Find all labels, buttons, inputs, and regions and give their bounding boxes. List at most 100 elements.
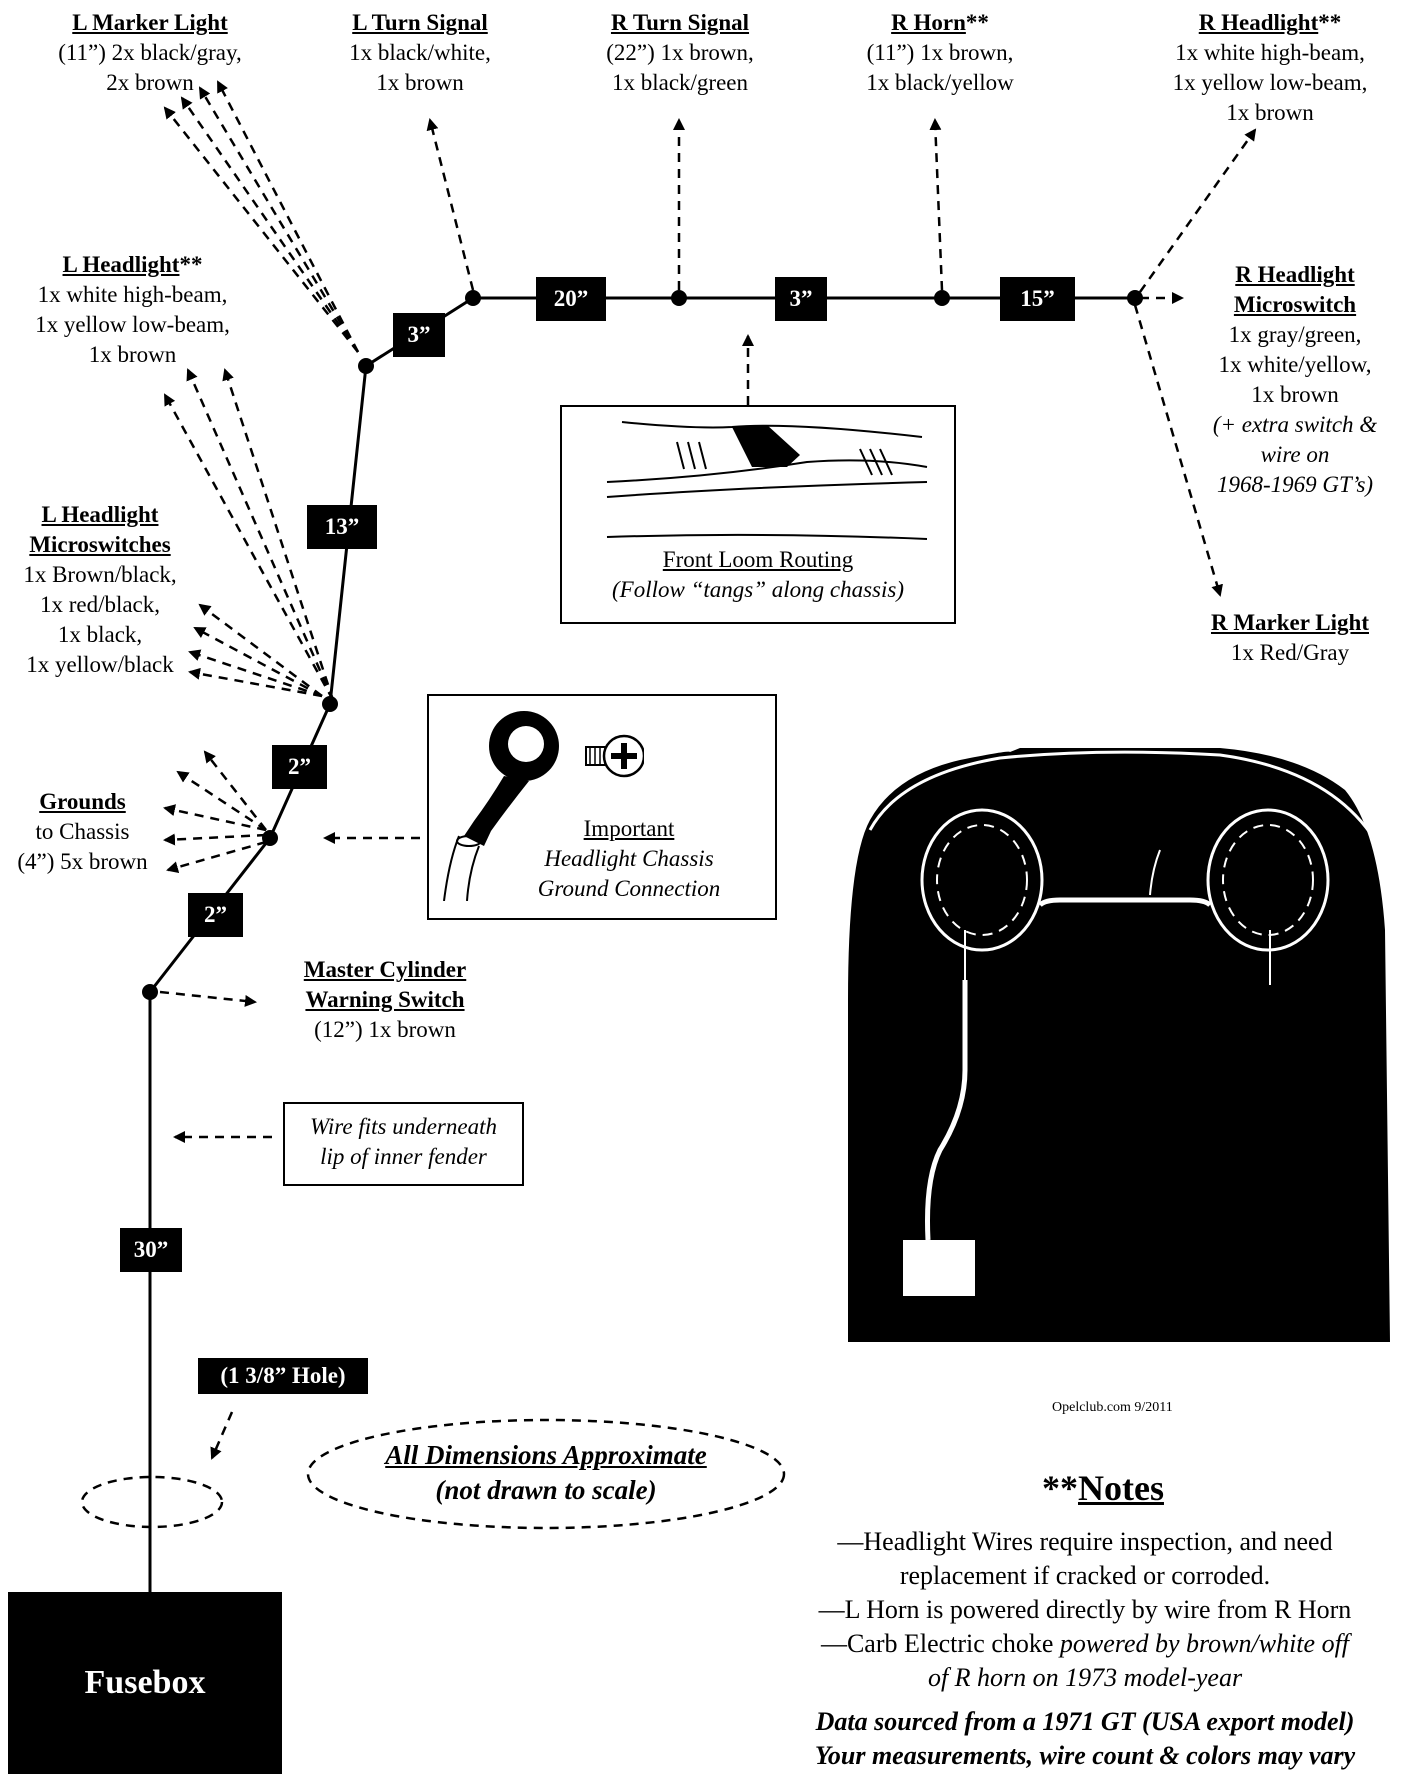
label-r-microswitch-i2: wire on [1260, 442, 1330, 467]
dim-30: 30” [120, 1228, 182, 1272]
label-r-microswitch-i1: (+ extra switch & [1212, 412, 1378, 437]
label-l-headlight: L Headlight** 1x white high-beam, 1x yel… [5, 250, 260, 370]
label-r-marker-l1: 1x Red/Gray [1230, 640, 1350, 665]
dashed-arrows [159, 80, 1257, 1460]
junction-dots [142, 290, 1143, 1000]
label-l-turn-l2: 1x brown [376, 70, 464, 95]
ground-box-l1: Important [583, 816, 675, 841]
label-r-marker: R Marker Light 1x Red/Gray [1180, 608, 1400, 668]
label-l-marker-l2: 2x brown [106, 70, 194, 95]
fusebox: Fusebox [8, 1592, 282, 1774]
label-grounds-title: Grounds [39, 789, 126, 814]
label-r-headlight-title: R Headlight [1198, 10, 1319, 35]
notes-title-prefix: ** [1042, 1468, 1078, 1508]
label-l-microswitches-l4: 1x yellow/black [26, 652, 174, 677]
label-r-horn-title: R Horn [891, 10, 966, 35]
wire-note-l1: Wire fits underneath [310, 1114, 497, 1139]
dims-note-l2: (not drawn to scale) [435, 1475, 657, 1505]
ground-box-l3: Ground Connection [537, 876, 721, 901]
label-grounds-l2: (4”) 5x brown [17, 849, 148, 874]
label-r-microswitch-i3: 1968-1969 GT’s) [1216, 472, 1374, 497]
label-r-turn-title: R Turn Signal [610, 10, 750, 35]
label-r-headlight-l3: 1x brown [1226, 100, 1314, 125]
label-l-headlight-title: L Headlight [62, 252, 180, 277]
label-r-turn: R Turn Signal (22”) 1x brown, 1x black/g… [560, 8, 800, 98]
label-r-microswitch-title1: R Headlight [1235, 262, 1355, 287]
dim-15: 15” [1000, 277, 1075, 321]
dim-3-left: 3” [393, 313, 445, 357]
label-r-horn-l1: (11”) 1x brown, [866, 40, 1014, 65]
label-l-microswitches-l3: 1x black, [57, 622, 143, 647]
label-l-headlight-l3: 1x brown [88, 342, 177, 367]
label-r-marker-title: R Marker Light [1210, 610, 1369, 635]
note-line-3: —L Horn is powered directly by wire from… [818, 1595, 1352, 1624]
dim-13: 13” [307, 505, 377, 549]
label-l-turn-title: L Turn Signal [352, 10, 488, 35]
dims-note-ellipse [306, 1418, 786, 1530]
ground-box-l2: Headlight Chassis [544, 846, 714, 871]
dim-hole: (1 3/8” Hole) [198, 1358, 368, 1394]
label-l-turn: L Turn Signal 1x black/white, 1x brown [315, 8, 525, 98]
label-l-headlight-l1: 1x white high-beam, [37, 282, 228, 307]
label-l-microswitches-l1: 1x Brown/black, [23, 562, 177, 587]
loom-caption-block: Front Loom Routing (Follow “tangs” along… [562, 545, 954, 605]
notes-title: **Notes [1042, 1467, 1164, 1509]
notes-title-text: Notes [1078, 1468, 1164, 1508]
wire-note-l2: lip of inner fender [320, 1144, 487, 1169]
label-grounds-l1: to Chassis [35, 819, 130, 844]
label-l-microswitches-title1: L Headlight [41, 502, 159, 527]
label-l-microswitches: L Headlight Microswitches 1x Brown/black… [5, 500, 195, 680]
wire-note-text: Wire fits underneath lip of inner fender [285, 1112, 522, 1172]
note-line-5: of R horn on 1973 model-year [927, 1663, 1243, 1692]
note-line-4b: powered by brown/white off [1059, 1629, 1350, 1658]
dims-note: All Dimensions Approximate (not drawn to… [320, 1438, 772, 1508]
note-line-2: replacement if cracked or corroded. [899, 1561, 1271, 1590]
loom-sketch [606, 421, 928, 540]
ground-box-text: Important Headlight Chassis Ground Conne… [529, 814, 729, 904]
loom-routing-box: Front Loom Routing (Follow “tangs” along… [560, 405, 956, 624]
note-line-1: —Headlight Wires require inspection, and… [837, 1527, 1333, 1556]
disclaimer-line-2: Your measurements, wire count & colors m… [814, 1741, 1356, 1770]
label-l-microswitches-title2: Microswitches [29, 532, 171, 557]
label-l-headlight-l2: 1x yellow low-beam, [35, 312, 230, 337]
wire-note-box: Wire fits underneath lip of inner fender [283, 1102, 524, 1186]
label-r-headlight-l1: 1x white high-beam, [1175, 40, 1365, 65]
label-r-microswitch-title2: Microswitch [1233, 292, 1357, 317]
dim-2-lower: 2” [188, 893, 243, 937]
label-r-horn: R Horn** (11”) 1x brown, 1x black/yellow [830, 8, 1050, 98]
label-r-headlight-suffix: ** [1318, 10, 1342, 35]
label-r-microswitch-l3: 1x brown [1251, 382, 1339, 407]
notes-body: —Headlight Wires require inspection, and… [770, 1525, 1400, 1695]
label-r-microswitch-l2: 1x white/yellow, [1218, 352, 1372, 377]
label-l-turn-l1: 1x black/white, [349, 40, 491, 65]
screw-icon [585, 734, 644, 778]
label-master-cylinder-title2: Warning Switch [305, 987, 465, 1012]
label-r-microswitch: R Headlight Microswitch 1x gray/green, 1… [1190, 260, 1400, 500]
label-master-cylinder-l1: (12”) 1x brown [314, 1017, 456, 1042]
dim-20: 20” [536, 277, 606, 321]
car-front-image [848, 748, 1390, 1342]
label-l-headlight-suffix: ** [179, 252, 203, 277]
label-master-cylinder: Master Cylinder Warning Switch (12”) 1x … [265, 955, 505, 1045]
label-r-horn-suffix: ** [965, 10, 989, 35]
loom-caption: Front Loom Routing [662, 547, 854, 572]
hole-ellipse [80, 1475, 224, 1529]
label-r-headlight: R Headlight** 1x white high-beam, 1x yel… [1140, 8, 1400, 128]
label-r-horn-l2: 1x black/yellow [866, 70, 1014, 95]
label-l-microswitches-l2: 1x red/black, [39, 592, 161, 617]
label-master-cylinder-title1: Master Cylinder [303, 957, 467, 982]
label-r-headlight-l2: 1x yellow low-beam, [1172, 70, 1368, 95]
ring-terminal-icon [443, 711, 559, 901]
label-l-marker: L Marker Light (11”) 2x black/gray, 2x b… [20, 8, 280, 98]
notes-disclaimer: Data sourced from a 1971 GT (USA export … [770, 1705, 1400, 1773]
note-line-4a: —Carb Electric choke [820, 1629, 1060, 1658]
loom-sub: (Follow “tangs” along chassis) [611, 577, 904, 602]
credit-text: Opelclub.com 9/2011 [1052, 1400, 1173, 1415]
dim-3-right: 3” [775, 277, 827, 321]
label-grounds: Grounds to Chassis (4”) 5x brown [5, 787, 160, 877]
disclaimer-line-1: Data sourced from a 1971 GT (USA export … [815, 1707, 1355, 1736]
label-l-marker-l1: (11”) 2x black/gray, [58, 40, 242, 65]
label-r-turn-l2: 1x black/green [611, 70, 749, 95]
